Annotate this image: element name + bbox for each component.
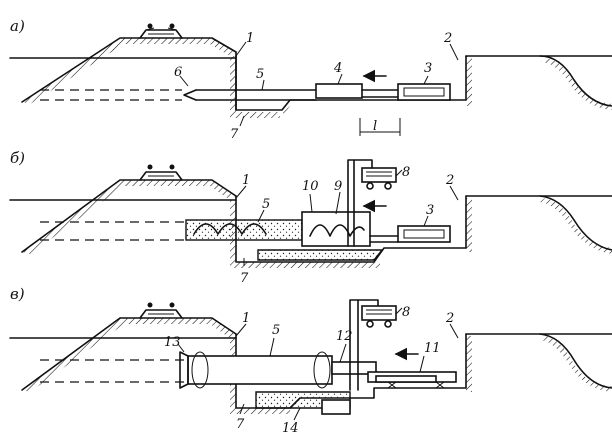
label-5-a: 5 [256,67,264,82]
rail-track-c [139,302,183,319]
cutting-head-13 [179,351,189,389]
label-7-b: 7 [240,271,249,286]
jack-4 [315,83,363,99]
label-5-c: 5 [272,323,280,338]
base-b [257,249,384,261]
crane-8-c [361,305,397,328]
embankment-c [21,317,237,392]
label-3-a: 3 [424,61,432,76]
crane-8-b [347,159,397,247]
label-2-c: 2 [445,311,454,326]
embankment-a [21,37,237,104]
crane-post-12 [349,299,379,391]
label-7-a: 7 [230,127,239,142]
label-4-a: 4 [333,61,342,76]
label-3-b: 3 [426,203,434,218]
label-1-b: 1 [242,173,250,188]
rail-track-b [139,164,183,181]
pipe-5-c [187,355,333,385]
auger-b [193,223,267,235]
unit-3-b [397,225,451,243]
label-13-c: 13 [164,335,181,350]
pipe-a [195,89,317,101]
rail-track-a [139,23,183,39]
drive-shaft-c [331,361,377,375]
panel-a-label: а) [10,17,25,35]
panel-c: в) [9,285,612,436]
panel-c-label: в) [10,285,25,303]
label-14-c: 14 [282,421,299,436]
pit-b [230,195,472,268]
label-1-a: 1 [246,31,254,46]
label-10-b: 10 [302,179,319,194]
label-1-c: 1 [242,311,250,326]
label-9-b: 9 [334,179,342,194]
auger-frame-10 [301,211,371,247]
label-7-c: 7 [236,417,245,432]
auger-9 [309,224,365,237]
label-8-b: 8 [402,165,410,180]
label-2-b: 2 [445,173,454,188]
panel-b: б) [9,149,612,286]
panel-a: а) [9,17,612,142]
label-6-a: 6 [174,65,182,80]
embankment-b [21,179,237,254]
dimension-l: l [359,118,401,136]
label-8-c: 8 [402,305,410,320]
pipe-tip-a [183,89,197,101]
svg-text:l: l [373,119,377,134]
label-2-a: 2 [443,31,452,46]
label-5-b: 5 [262,197,270,212]
label-11-c: 11 [424,341,441,356]
pit-a [230,55,472,118]
label-12-c: 12 [336,329,353,344]
panel-b-label: б) [10,149,25,167]
unit-3-a [397,83,451,101]
